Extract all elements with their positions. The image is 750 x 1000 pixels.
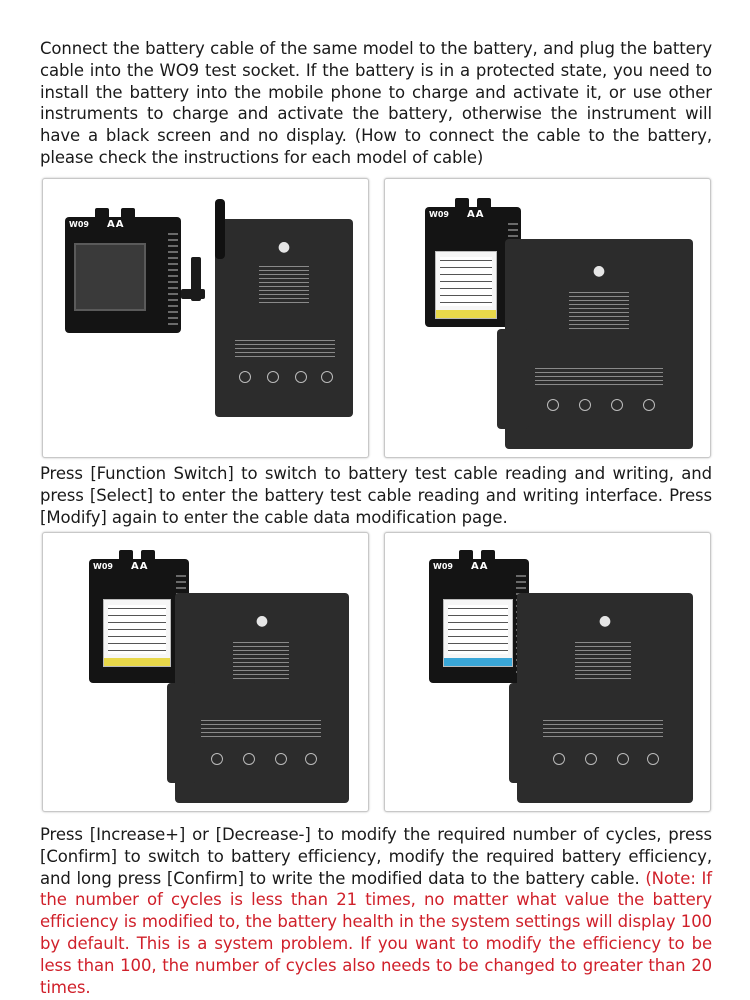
tester-screen-blank [74,243,146,311]
apple-logo-icon: ● [598,613,612,629]
tester-pins: AA [471,561,489,572]
battery: ● [517,593,693,803]
battery: ● [175,593,349,803]
instruction-note: (Note: If the number of cycles is less t… [40,868,712,997]
tester-screen-menu [435,251,497,319]
tester-brand: W09 [429,210,449,219]
cert-icon [321,371,333,383]
photo-modify-page: W09 AA ● [42,532,369,812]
warning-icon [267,371,279,383]
photo-activated: W09 AA ● [384,178,711,458]
instruction-connect: Connect the battery cable of the same mo… [40,39,712,167]
photo-modified-values: W09 AA ● [384,532,711,812]
tester-brand: W09 [69,220,89,229]
apple-logo-icon: ● [592,263,606,279]
tester-brand: W09 [93,562,113,571]
tester-pins: AA [467,209,485,220]
battery: ● [505,239,693,449]
tester-device: W09 AA [89,550,189,683]
tester-pins: AA [131,561,149,572]
instruction-modify-cycles: Press [Increase+] or [Decrease-] to modi… [40,824,712,998]
recycle-icon [239,371,251,383]
instruction-modify-text: Press [Increase+] or [Decrease-] to modi… [40,825,712,888]
battery-test-cable [191,257,201,301]
photo-connect-cable: W09 AA ● [42,178,369,458]
tester-pins: AA [107,219,125,230]
instruction-function-switch: Press [Function Switch] to switch to bat… [40,464,712,527]
bin-icon [295,371,307,383]
tester-screen-modified [443,599,513,667]
tester-screen-modify [103,599,171,667]
apple-logo-icon: ● [255,613,269,629]
tester-brand: W09 [433,562,453,571]
tester-device: W09 AA [65,208,181,333]
apple-logo-icon: ● [277,239,291,255]
battery: ● [215,219,353,417]
